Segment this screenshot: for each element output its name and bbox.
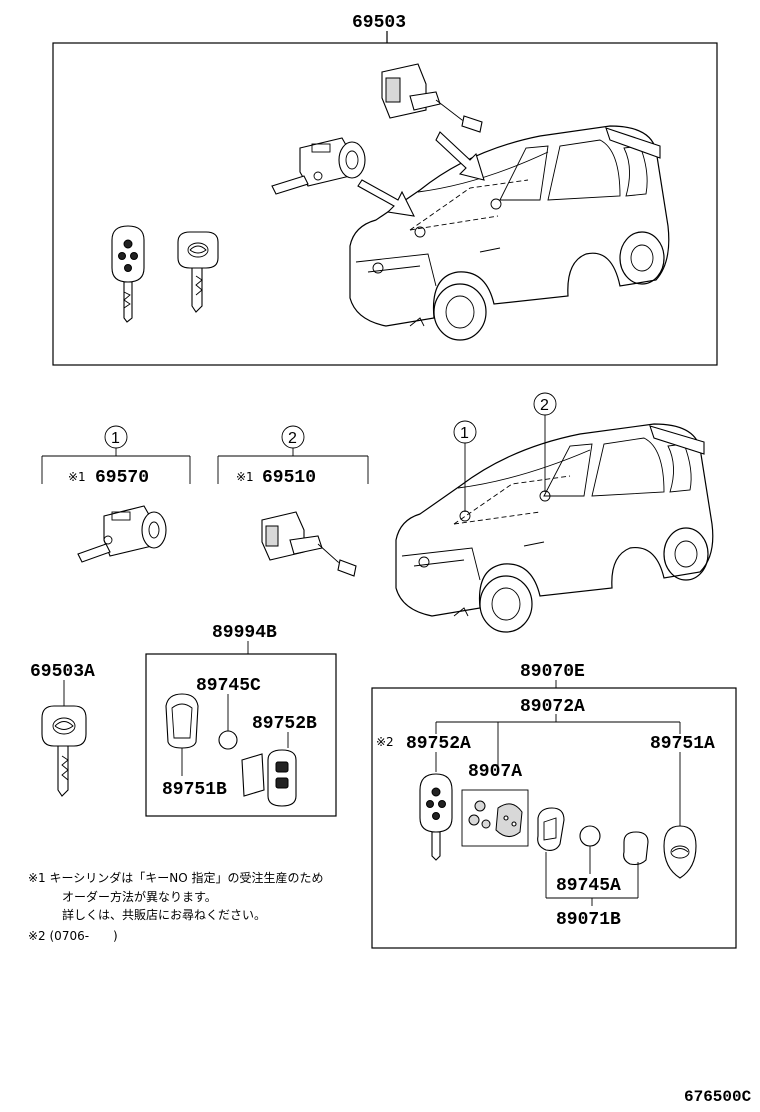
arrow-to-door-lock [435,131,485,181]
part-label-89745A: 89745A [556,876,621,896]
ref-mark-1b: ※1 [236,470,254,484]
ref-mark-2: ※2 [376,735,394,749]
note-line-4: ※2 (0706- ) [28,929,118,943]
battery-89745A-illustration [579,825,601,847]
car-callout-2: 2 [540,397,549,414]
part-label-89751B: 89751B [162,780,227,800]
note-line-2: オーダー方法が異なります。 [62,889,217,904]
part-label-89071B: 89071B [556,910,621,930]
bracket-1 [41,448,191,484]
part-label-89751A: 89751A [650,734,715,754]
arrow-to-ignition [357,179,415,217]
remote-key-illustration [111,225,145,323]
bracket-2 [217,448,369,484]
ignition-cylinder-illustration [271,137,366,195]
kit-box-89994B [145,653,337,817]
battery-89745C-illustration [218,730,238,750]
remote-89752B-illustration [267,749,297,807]
bracket-89071B [545,846,639,906]
part-label-89745C: 89745C [196,676,261,696]
callout-2-number: 2 [288,430,297,447]
part-label-89072A: 89072A [520,697,585,717]
note-line-1: ※1 キーシリンダは「キーNO 指定」の受注生産のため [28,870,324,885]
part-label-89070E: 89070E [520,662,585,682]
part-label-69570: 69570 [95,468,149,488]
case-half-illustration [537,807,565,851]
ref-mark-1a: ※1 [68,470,86,484]
callout-1-number: 1 [111,430,120,447]
master-key-illustration [177,231,219,313]
note-line-3: 詳しくは、共販店にお尋ねください。 [62,907,266,922]
vehicle-illustration-top [349,125,670,341]
part-label-89994B: 89994B [212,623,277,643]
cover-illustration [623,831,649,866]
part-label-8907A: 8907A [468,762,522,782]
key-case-89751B-illustration [165,693,199,749]
diagram-code: 676500C [684,1088,752,1106]
remote-cover-89751A-illustration [663,825,697,879]
key-69503A-illustration [41,705,87,797]
button-set-8907A-illustration [461,789,529,847]
kit-box-89070E [371,687,737,949]
part-label-69510: 69510 [262,468,316,488]
vehicle-illustration-middle: 1 2 [395,392,714,633]
door-lock-69510-illustration [261,511,357,577]
door-lock-cylinder-illustration [381,63,483,133]
pad-illustration [241,753,265,797]
part-label-89752A: 89752A [406,734,471,754]
kit-box-69503 [52,42,718,366]
bracket-89072A [435,714,681,766]
part-label-69503A: 69503A [30,662,95,682]
part-label-69503: 69503 [352,13,406,33]
part-label-89752B: 89752B [252,714,317,734]
remote-key-89752A-illustration [419,773,453,861]
ignition-cylinder-69570-illustration [77,505,167,563]
car-callout-1: 1 [460,425,469,442]
